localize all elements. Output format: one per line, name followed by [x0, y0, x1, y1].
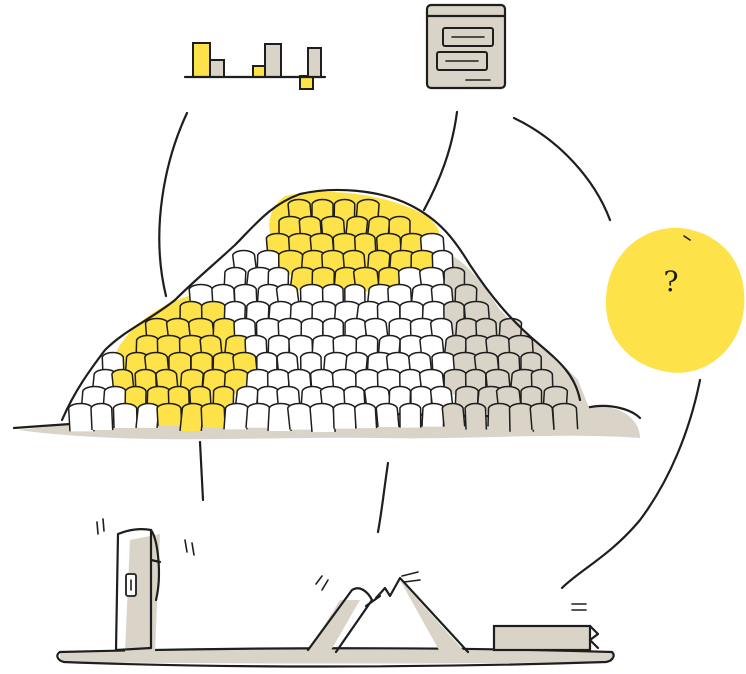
rock-card [442, 404, 464, 427]
rock-card [422, 404, 444, 427]
bar-chart-icon [185, 43, 325, 89]
rock-card [333, 404, 355, 429]
rock-card [288, 404, 313, 430]
rock-card [355, 404, 377, 429]
rock-card [136, 404, 159, 428]
rock-card [157, 404, 182, 427]
rock-card [376, 404, 399, 427]
rock-card [246, 404, 270, 428]
rock-card [400, 404, 421, 428]
rock-card [91, 404, 113, 431]
rock-card [465, 404, 486, 430]
question-mark-label: ? [656, 262, 686, 302]
rock-card [530, 404, 554, 430]
rock-card [69, 404, 94, 432]
flat-box-icon [494, 604, 598, 650]
closed-box-icon [97, 519, 194, 652]
chat-window-icon [427, 5, 505, 88]
rock-card [180, 404, 204, 431]
rock-card [553, 404, 578, 430]
rock-card [310, 404, 335, 432]
rock-card [488, 404, 511, 427]
rock-card [201, 404, 225, 428]
rock-card [224, 404, 248, 430]
rock-card [113, 404, 137, 429]
broken-box-icon [308, 572, 468, 652]
